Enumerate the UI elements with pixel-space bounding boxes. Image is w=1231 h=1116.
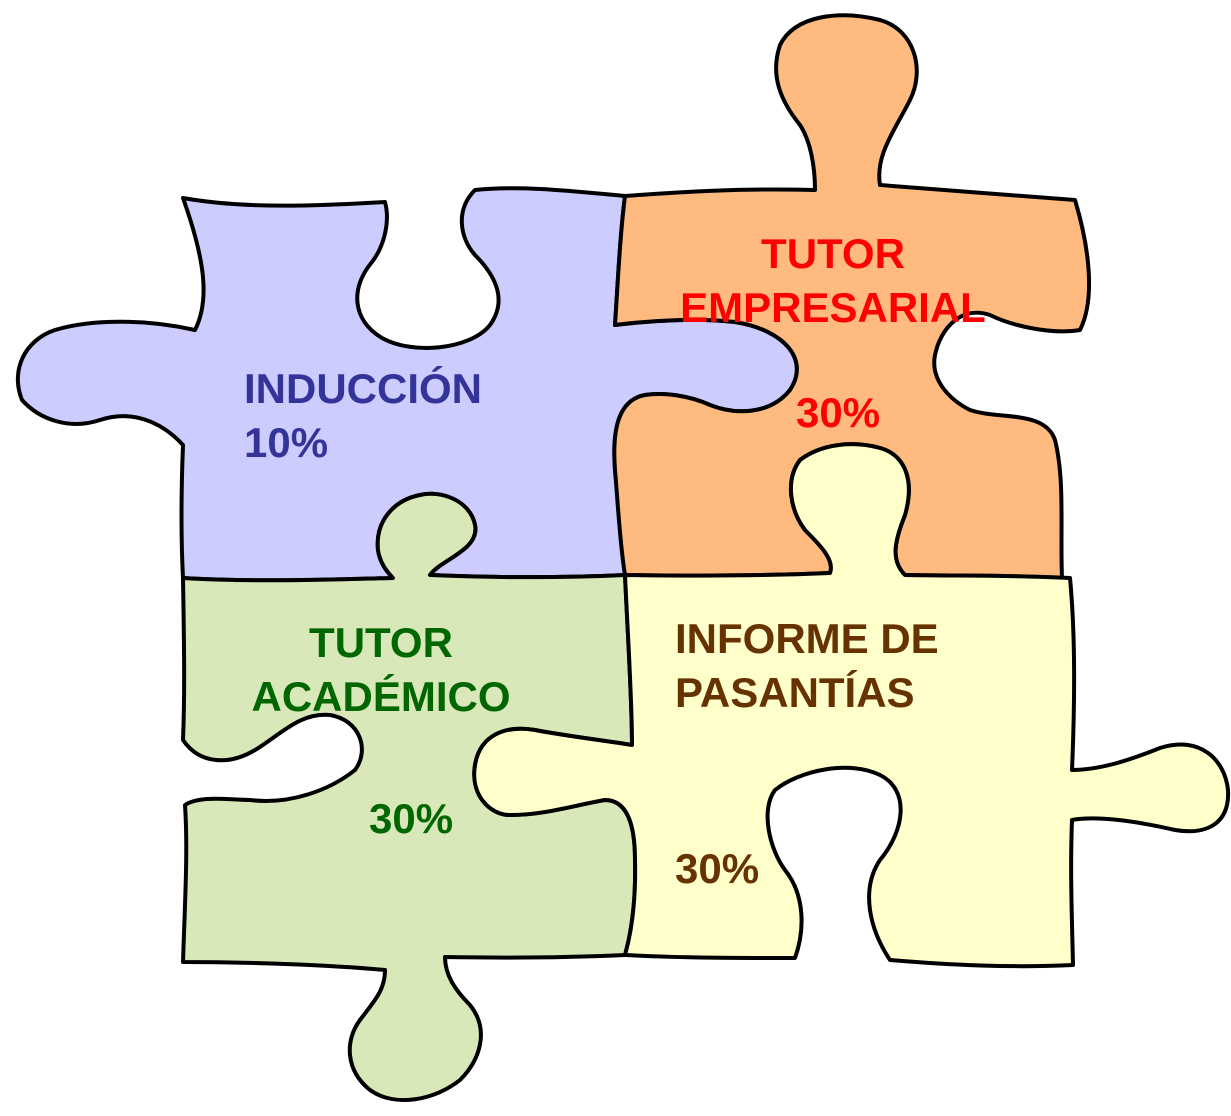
puzzle-piece-tutor-academico bbox=[181, 491, 638, 1102]
tutor-empresarial-label: TUTOR EMPRESARIAL bbox=[668, 227, 998, 335]
tutor-academico-percent: 30% bbox=[369, 795, 454, 842]
tutor-academico-title-line-2: ACADÉMICO bbox=[251, 673, 511, 720]
tutor-academico-title-line-1: TUTOR bbox=[309, 619, 453, 666]
tutor-academico-label: TUTOR ACADÉMICO bbox=[226, 616, 536, 724]
tutor-empresarial-title-line-1: TUTOR bbox=[761, 230, 905, 277]
informe-pasantias-title-line-1: INFORME DE bbox=[675, 615, 939, 662]
informe-pasantias-percent: 30% bbox=[675, 845, 760, 892]
induccion-percent: 10% bbox=[244, 419, 329, 466]
tutor-empresarial-title-line-2: EMPRESARIAL bbox=[680, 284, 986, 331]
informe-pasantias-title-line-2: PASANTÍAS bbox=[675, 669, 915, 716]
induccion-label: INDUCCIÓN 10% bbox=[244, 362, 482, 470]
induccion-title: INDUCCIÓN bbox=[244, 365, 482, 412]
puzzle-piece-informe-pasantias bbox=[472, 442, 1231, 969]
tutor-empresarial-percent: 30% bbox=[796, 389, 881, 436]
informe-pasantias-label: INFORME DE PASANTÍAS bbox=[675, 612, 939, 720]
